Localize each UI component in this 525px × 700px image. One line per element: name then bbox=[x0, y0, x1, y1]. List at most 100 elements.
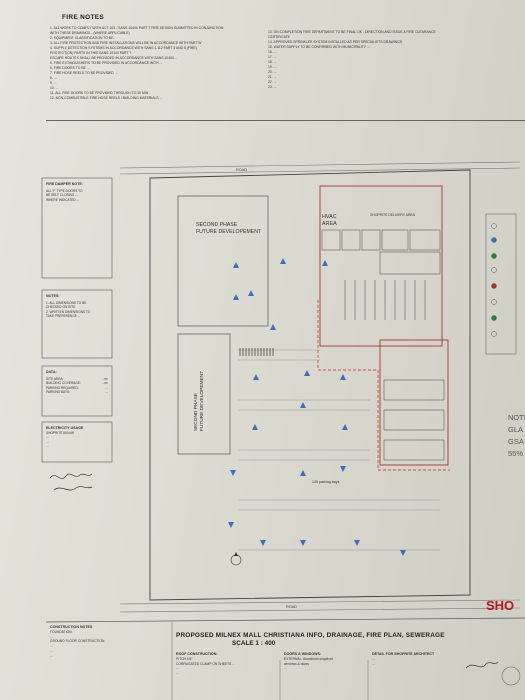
pedestrian-crossing bbox=[239, 348, 274, 356]
site-data-key: BUILDING COVERAGE: bbox=[46, 381, 81, 386]
section-divider bbox=[46, 120, 525, 121]
left-panel-frame-1 bbox=[41, 177, 113, 279]
site-data-key: PARKING BAYS: bbox=[46, 390, 71, 395]
section-heading: CONSTRUCTION NOTES bbox=[50, 625, 93, 629]
site-data-key: PARKING REQUIRED: bbox=[46, 385, 79, 390]
hvac-label: HVAC AREA bbox=[322, 214, 337, 227]
note-line: ... bbox=[176, 666, 179, 671]
panel-line: ... bbox=[46, 439, 49, 444]
section-heading: DOORS & WINDOWS: bbox=[284, 652, 322, 656]
signature-scribble bbox=[49, 473, 93, 491]
delivery-area-label: SHOPRITE DELIVERY AREA bbox=[370, 213, 415, 217]
fire-note-line: 9. ... bbox=[50, 81, 57, 85]
fire-note-line: 2. EQUIPMENT CLASSIFICATION TO BE.. bbox=[50, 36, 116, 40]
percent-label: 55% bbox=[508, 449, 524, 458]
note-line: EXTERNAL: Aluminium shopfront bbox=[284, 656, 334, 661]
left-panel-frame-2 bbox=[41, 289, 113, 359]
roof-construction-notes: ROOF CONSTRUCTION: PITCH 4.5° CORRUGATED… bbox=[176, 652, 276, 676]
fire-notes-right-column: 13. ON COMPLETION FIRE DEPARTMENT TO BE … bbox=[268, 30, 508, 110]
left-panel-frame-3 bbox=[41, 365, 113, 417]
fire-note-line: 19. ... bbox=[268, 65, 277, 69]
site-data-panel: DATA: SITE AREA: ...m² BUILDING COVERAGE:… bbox=[43, 368, 111, 397]
fire-note-line: 5. FIRE EXTINGUISHERS TO BE PROVIDED IN … bbox=[50, 61, 163, 65]
parking-count-label: 145 parking bays bbox=[312, 480, 340, 484]
site-data-value: ...m² bbox=[101, 376, 108, 381]
legend-symbols bbox=[485, 213, 517, 355]
site-data-row: BUILDING COVERAGE: ...m² bbox=[46, 381, 108, 386]
note-label: NOTE bbox=[508, 413, 525, 422]
fire-note-line: 4. SUPPLY DETECTION SYSTEMS IN ACCORDANC… bbox=[50, 46, 197, 50]
notes-panel: NOTES: 1. ALL DIMENSIONS TO BE CHECKED O… bbox=[43, 292, 111, 321]
fire-note-line: 14. APPROVED SPRINKLER SYSTEM INSTALLED … bbox=[268, 40, 402, 44]
fire-route-line bbox=[317, 300, 450, 471]
panel-line: BE SELF CLOSING ... bbox=[46, 193, 78, 198]
fire-notes-title: FIRE NOTES bbox=[62, 14, 105, 21]
second-phase-top-block bbox=[177, 195, 269, 327]
panel-title: FIRE DAMPER NOTE: bbox=[46, 182, 83, 186]
road-top-line bbox=[119, 161, 521, 169]
right-edge-area-notes: NOTE GLA GSA 55% bbox=[508, 412, 525, 460]
electricity-panel: ELECTRICITY USAGE SHOPRITE 800 kW ... ..… bbox=[43, 424, 111, 451]
fire-note-line: 11. ALL FIRE DOORS TO BE PROVIDED THROUG… bbox=[50, 91, 149, 95]
fire-note-line: 21. ... bbox=[268, 75, 277, 79]
drawing-title: PROPOSED MILNEX MALL CHRISTIANA INFO, DR… bbox=[176, 632, 445, 639]
handwritten-initials bbox=[465, 661, 499, 669]
road-bottom-label: ROAD bbox=[286, 605, 297, 609]
panel-line: 1. ALL DIMENSIONS TO BE bbox=[46, 300, 87, 305]
fire-note-line: 1. ALL WORK TO COMPLY WITH ACT 103 - SAN… bbox=[50, 26, 224, 30]
fire-note-line: 6. FIRE DOORS TO BE ... bbox=[50, 66, 90, 70]
shoprite-logo: SHO bbox=[486, 598, 515, 613]
note-line: ... bbox=[372, 656, 375, 661]
road-bottom-line bbox=[119, 607, 521, 613]
note-line: ... bbox=[50, 648, 53, 653]
road-top-line bbox=[119, 167, 521, 175]
gsa-label: GSA bbox=[508, 437, 524, 446]
site-data-row: PARKING REQUIRED:... bbox=[46, 386, 108, 391]
fire-note-line: 10. ... bbox=[50, 86, 59, 90]
note-line: ... bbox=[284, 666, 287, 671]
site-data-row: SITE AREA: ...m² bbox=[46, 377, 108, 382]
fire-note-line: ESCAPE ROUTES SHALL BE PROVIDED IN ACCOR… bbox=[50, 56, 177, 60]
panel-line: CHECKED ON SITE bbox=[46, 305, 76, 310]
site-data-value: ...m² bbox=[101, 381, 108, 386]
fire-note-line: 13. ON COMPLETION FIRE DEPARTMENT TO BE … bbox=[268, 30, 436, 34]
section-heading: ROOF CONSTRUCTION: bbox=[176, 652, 218, 656]
road-top-label: ROAD bbox=[236, 168, 247, 172]
approval-stamp bbox=[501, 666, 521, 686]
site-data-value: ... bbox=[105, 385, 108, 390]
fire-note-line: CERTIFICATE bbox=[268, 35, 290, 39]
panel-line: ... bbox=[46, 435, 49, 440]
left-panel-frame-4 bbox=[41, 421, 113, 463]
second-phase-left-label: SECOND PHASE FUTURE DEVELOPEMENT bbox=[194, 370, 206, 432]
site-data-value: ... bbox=[105, 390, 108, 395]
note-line: PITCH 4.5° bbox=[176, 656, 193, 661]
panel-line: 2. WRITTEN DIMENSIONS TO bbox=[46, 309, 91, 314]
title-block-top-rule bbox=[45, 617, 525, 623]
fire-note-line: 16. ... bbox=[268, 50, 277, 54]
panel-line: ... bbox=[46, 444, 49, 449]
shoprite-architect-detail: DETAIL FOR SHOPRITE ARCHITECT ... ... bbox=[372, 652, 472, 666]
panel-line: TAKE PREFERENCE ... bbox=[46, 314, 81, 319]
panel-line: ALL 'F' TYPE DOORS TO bbox=[46, 188, 83, 193]
note-line: CORRUGATED CLAMP ON SHEETS ... bbox=[176, 661, 236, 666]
site-boundary bbox=[149, 169, 471, 601]
panel-line: SHOPRITE 800 kW bbox=[46, 430, 74, 435]
fire-note-line: PROTECTION) PARTS IN THIS SANS 10140 PAR… bbox=[50, 51, 132, 55]
section-heading: DETAIL FOR SHOPRITE ARCHITECT bbox=[372, 652, 435, 656]
drawing-scale: SCALE 1 : 400 bbox=[232, 640, 276, 647]
traffic-arrow-icons bbox=[228, 258, 406, 556]
site-data-key: SITE AREA: bbox=[46, 376, 64, 381]
shoprite-building bbox=[319, 185, 443, 347]
note-line: FOUNDATION: bbox=[50, 629, 73, 634]
fire-note-line: 15. WATER SUPPLY TO BE CONFIRMED WITH MU… bbox=[268, 45, 370, 49]
fire-note-line: 3. ALL FIRE PROTECTION AND FIRE INSTALLA… bbox=[50, 41, 202, 45]
doors-windows-notes: DOORS & WINDOWS: EXTERNAL: Aluminium sho… bbox=[284, 652, 364, 671]
north-arrow-icon bbox=[230, 552, 242, 566]
panel-title: DATA: bbox=[46, 370, 57, 374]
fire-note-line: 22. ... bbox=[268, 80, 277, 84]
store-aisles bbox=[344, 280, 426, 320]
second-phase-left-block bbox=[177, 333, 231, 455]
note-line: ... bbox=[372, 661, 375, 666]
